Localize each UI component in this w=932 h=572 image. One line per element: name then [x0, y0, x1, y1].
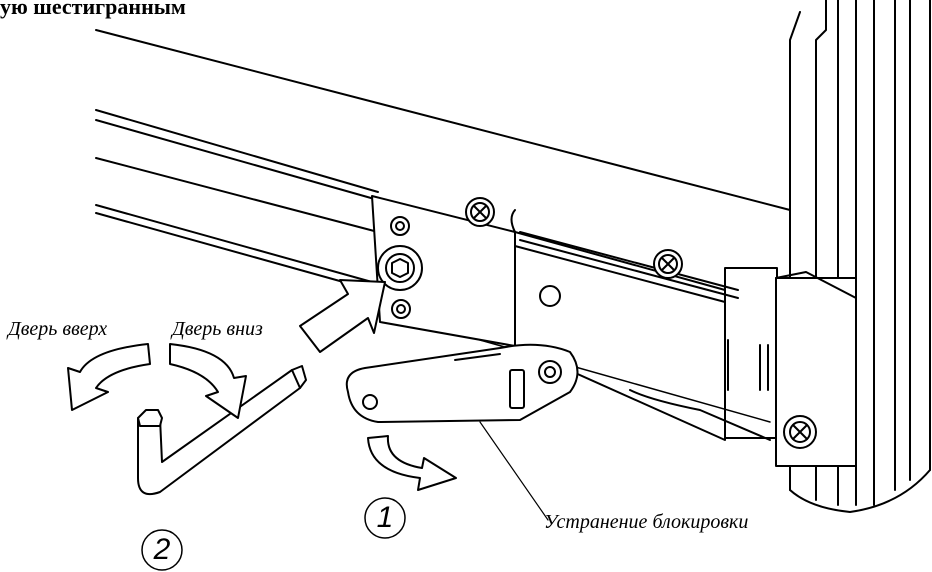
- door-down-label: Дверь вниз: [172, 318, 263, 340]
- hex-socket: [377, 245, 423, 291]
- screw: [783, 415, 817, 449]
- step-2-circle: [141, 529, 183, 571]
- cabinet-body: [95, 29, 791, 441]
- hex-key: [137, 365, 307, 496]
- step-1-circle: [364, 497, 406, 539]
- curved-arrow-right-icon: [169, 343, 247, 419]
- unlock-label: Устранение блокировки: [544, 511, 749, 533]
- screw: [653, 249, 683, 279]
- locking-lever: [345, 343, 579, 423]
- leader-line: [479, 421, 549, 521]
- curved-arrow-icon: [367, 435, 457, 491]
- screw: [465, 197, 495, 227]
- step-2-number: 2: [153, 533, 171, 566]
- hinge-bracket: [371, 195, 857, 467]
- curved-arrow-left-icon: [67, 343, 151, 411]
- pointer-arrow-icon: [299, 279, 386, 353]
- door-up-label: Дверь вверх: [8, 318, 108, 340]
- heading-fragment: ую шестигранным: [0, 0, 186, 19]
- step-1-number: 1: [376, 501, 394, 534]
